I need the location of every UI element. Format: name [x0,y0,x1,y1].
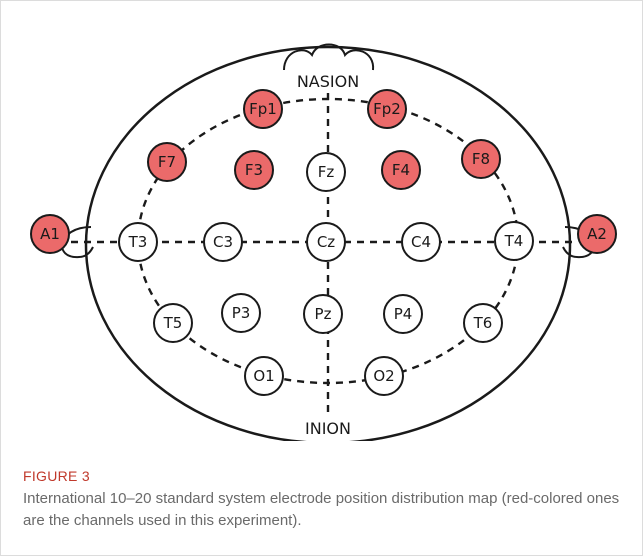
electrode-label: F7 [158,153,176,171]
electrode-t6: T6 [463,303,503,343]
figure-number: FIGURE 3 [23,468,90,484]
electrode-marker [303,294,343,334]
electrode-fp2: Fp2 [367,89,407,129]
figure-caption: FIGURE 3 International 10–20 standard sy… [23,468,623,532]
electrode-f7: F7 [147,142,187,182]
electrode-label: F3 [245,161,263,179]
electrode-marker [234,150,274,190]
electrode-marker [221,293,261,333]
left-ear-outline [61,226,94,259]
electrode-marker [244,356,284,396]
electrode-marker [364,356,404,396]
electrode-label: P4 [394,305,413,323]
electrode-marker [147,142,187,182]
electrode-p3: P3 [221,293,261,333]
electrode-o2: O2 [364,356,404,396]
electrode-marker [306,152,346,192]
electrode-marker [153,303,193,343]
electrode-marker [30,214,70,254]
electrode-t3: T3 [118,222,158,262]
electrode-label: A1 [40,225,60,243]
electrode-t4: T4 [494,221,534,261]
electrode-label: Pz [315,305,332,323]
electrode-marker [306,222,346,262]
caption-text: International 10–20 standard system elec… [23,490,620,529]
electrode-t5: T5 [153,303,193,343]
electrode-cz: Cz [306,222,346,262]
electrode-label: Fp2 [373,100,401,118]
electrode-a2: A2 [577,214,617,254]
electrode-marker [243,89,283,129]
electrode-label: C4 [411,233,431,251]
electrode-o1: O1 [244,356,284,396]
inion-label: INION [305,419,351,438]
electrode-marker [367,89,407,129]
nose-outline [283,43,375,71]
electrode-marker [577,214,617,254]
electrode-label: T4 [504,232,524,250]
electrode-c4: C4 [401,222,441,262]
electrode-fz: Fz [306,152,346,192]
electrode-label: Fz [318,163,335,181]
electrode-marker [461,139,501,179]
electrode-p4: P4 [383,294,423,334]
electrode-c3: C3 [203,222,243,262]
electrode-f4: F4 [381,150,421,190]
electrode-label: T5 [163,314,183,332]
electrode-label: O2 [373,367,394,385]
electrode-a1: A1 [30,214,70,254]
electrode-f8: F8 [461,139,501,179]
electrode-label: Fp1 [249,100,277,118]
electrode-f3: F3 [234,150,274,190]
head-outline [84,45,572,441]
electrode-marker [118,222,158,262]
electrode-marker [494,221,534,261]
electrode-marker [383,294,423,334]
electrode-label: T6 [473,314,493,332]
electrode-label: C3 [213,233,233,251]
electrode-label: F4 [392,161,410,179]
electrode-marker [203,222,243,262]
electrode-label: O1 [253,367,274,385]
electrode-marker [401,222,441,262]
electrode-marker [381,150,421,190]
electrode-label: P3 [232,304,251,322]
electrode-label: Cz [317,233,335,251]
electrode-label: F8 [472,150,490,168]
electrode-label: T3 [128,233,148,251]
nasion-label: NASION [297,72,359,91]
electrode-pz: Pz [303,294,343,334]
electrode-fp1: Fp1 [243,89,283,129]
electrode-marker [463,303,503,343]
electrode-label: A2 [587,225,607,243]
